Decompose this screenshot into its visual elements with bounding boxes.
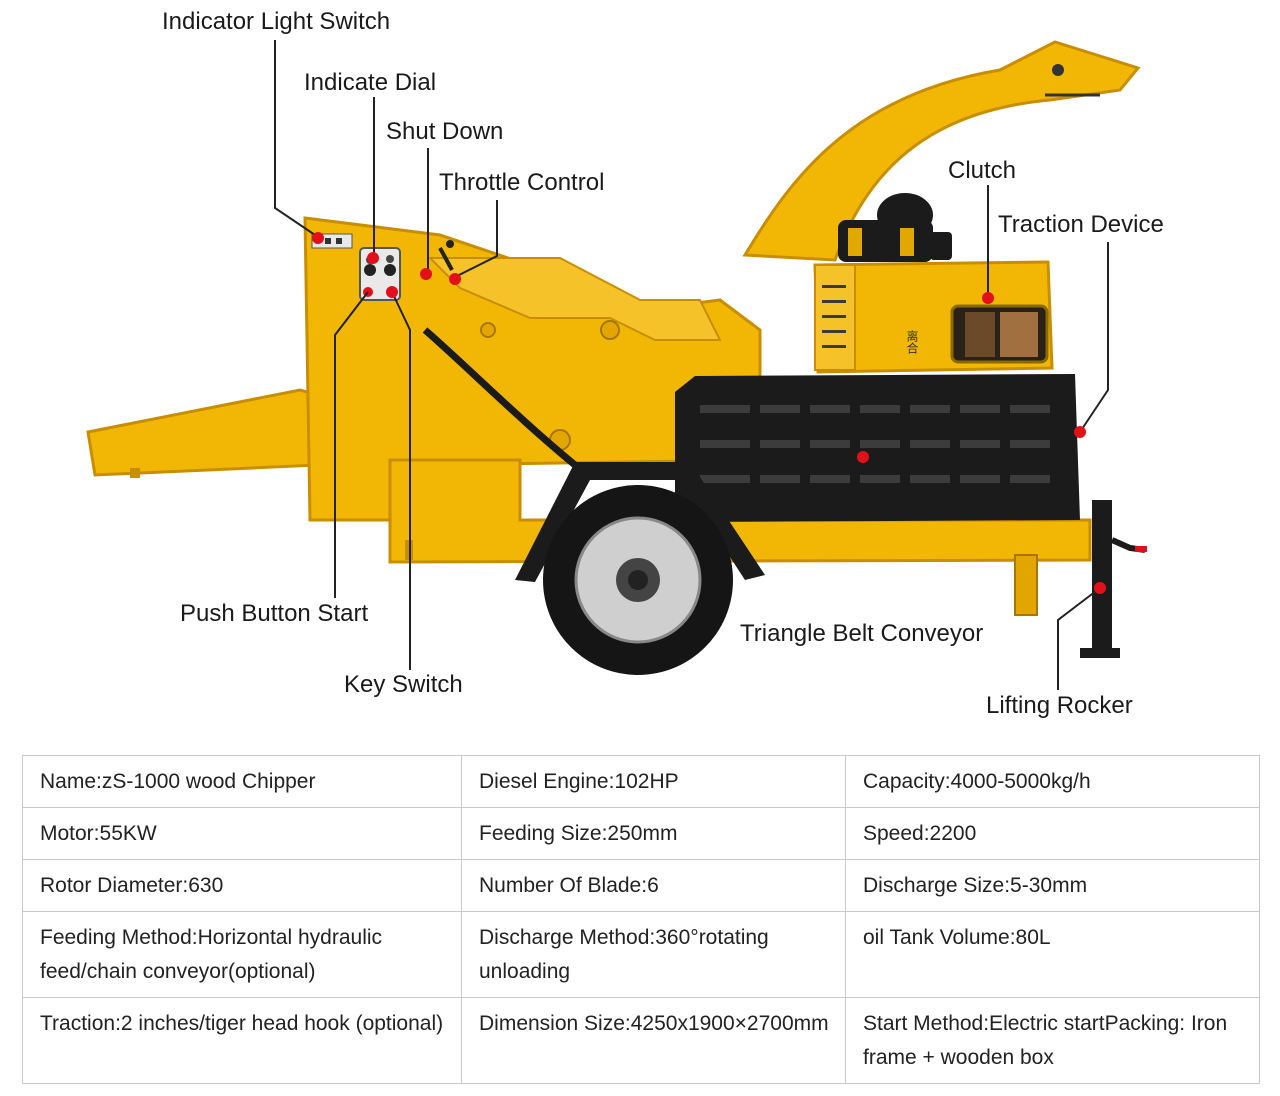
- specification-table: Name:zS-1000 wood Chipper Diesel Engine:…: [22, 755, 1260, 1084]
- spec-cell: Feeding Method:Horizontal hydraulic feed…: [22, 911, 462, 998]
- wheel-fender: [515, 462, 765, 582]
- wood-chipper-illustration: 离合: [86, 40, 1147, 690]
- spec-cell: Speed:2200: [845, 807, 1260, 860]
- spec-cell: Name:zS-1000 wood Chipper: [22, 755, 462, 808]
- infeed-hopper: [303, 216, 762, 522]
- spec-cell: Number Of Blade:6: [461, 859, 846, 912]
- label-shut-down: Shut Down: [386, 118, 504, 145]
- lifting-jack: [1092, 500, 1112, 650]
- spec-cell: oil Tank Volume:80L: [845, 911, 1260, 998]
- wood-chipper-diagram: 离合: [86, 8, 1164, 719]
- spec-cell: Feeding Size:250mm: [461, 807, 846, 860]
- callout-leader-lines: [274, 40, 1109, 690]
- discharge-chute: [742, 40, 1141, 262]
- label-indicate-dial: Indicate Dial: [304, 69, 437, 96]
- table-row: Traction:2 inches/tiger head hook (optio…: [22, 997, 1260, 1084]
- spec-cell: Start Method:Electric startPacking: Iron…: [845, 997, 1260, 1084]
- spec-cell: Dimension Size:4250x1900×2700mm: [461, 997, 846, 1084]
- table-row: Feeding Method:Horizontal hydraulic feed…: [22, 911, 1260, 998]
- feed-tray: [86, 388, 320, 477]
- spec-cell: Motor:55KW: [22, 807, 462, 860]
- spec-cell: Capacity:4000-5000kg/h: [845, 755, 1260, 808]
- label-throttle-control: Throttle Control: [439, 169, 605, 196]
- label-triangle-belt-conveyor: Triangle Belt Conveyor: [740, 620, 984, 647]
- label-traction-device: Traction Device: [998, 211, 1164, 238]
- spec-cell: Discharge Size:5-30mm: [845, 859, 1260, 912]
- spec-cell: Diesel Engine:102HP: [461, 755, 846, 808]
- label-push-button-start: Push Button Start: [180, 600, 369, 627]
- label-key-switch: Key Switch: [344, 671, 463, 698]
- machine-decal: 离合: [905, 329, 919, 354]
- spec-cell: Traction:2 inches/tiger head hook (optio…: [22, 997, 462, 1084]
- callout-markers: [312, 232, 1106, 594]
- spec-cell: Rotor Diameter:630: [22, 859, 462, 912]
- label-clutch: Clutch: [948, 157, 1017, 184]
- spec-cell: Discharge Method:360°rotating unloading: [461, 911, 846, 998]
- label-indicator-light-switch: Indicator Light Switch: [162, 8, 391, 35]
- label-lifting-rocker: Lifting Rocker: [986, 692, 1133, 719]
- table-row: Motor:55KW Feeding Size:250mm Speed:2200: [22, 807, 1260, 860]
- table-row: Rotor Diameter:630 Number Of Blade:6 Dis…: [22, 859, 1260, 912]
- table-row: Name:zS-1000 wood Chipper Diesel Engine:…: [22, 755, 1260, 808]
